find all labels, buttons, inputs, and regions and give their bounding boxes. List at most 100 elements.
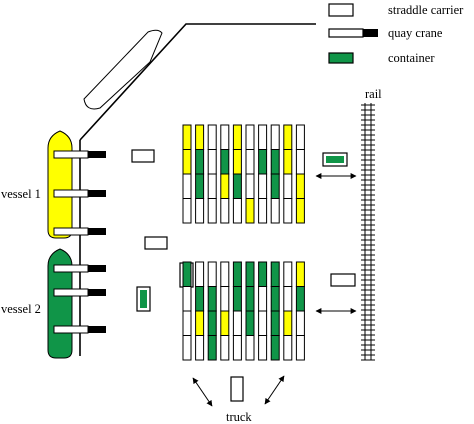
straddle-carrier bbox=[144, 236, 168, 250]
yard-slot-green bbox=[220, 149, 230, 175]
legend: straddle carrier quay crane container bbox=[328, 3, 464, 65]
quay-crane bbox=[53, 325, 106, 334]
yard-slot-empty bbox=[295, 335, 305, 361]
yard-slot-green bbox=[232, 173, 242, 199]
legend-container-icon bbox=[328, 52, 354, 64]
yard-slot-empty bbox=[220, 261, 230, 287]
yard-slot-green bbox=[182, 261, 192, 287]
yard-slot-green bbox=[270, 335, 280, 361]
quay-crane bbox=[53, 264, 106, 273]
yard-slot-empty bbox=[283, 261, 293, 287]
yard-slot-empty bbox=[220, 124, 230, 150]
yard-slot-green bbox=[258, 261, 268, 287]
yard-slot-yellow bbox=[295, 261, 305, 287]
legend-container-label: container bbox=[388, 51, 435, 65]
yard-slot-empty bbox=[220, 286, 230, 312]
yard-slot-empty bbox=[295, 310, 305, 336]
yard-slot-green bbox=[245, 261, 255, 287]
yard-slot-yellow bbox=[245, 198, 255, 224]
yard-slot-green bbox=[207, 335, 217, 361]
vessel-1-hull bbox=[47, 130, 73, 239]
vessel-2-label: vessel 2 bbox=[1, 302, 41, 316]
yard-slot-green bbox=[232, 286, 242, 312]
yard-slot-yellow bbox=[195, 124, 205, 150]
yard-slot-empty bbox=[270, 124, 280, 150]
yard-slot-empty bbox=[182, 173, 192, 199]
yard-slot-green bbox=[195, 286, 205, 312]
moored-ship bbox=[83, 29, 163, 110]
truck-arrow-right bbox=[264, 375, 285, 405]
yard-slot-empty bbox=[283, 173, 293, 199]
vessel-1-label: vessel 1 bbox=[1, 187, 41, 201]
truck-label: truck bbox=[226, 410, 252, 424]
yard-slot-green bbox=[270, 173, 280, 199]
yard-slot-green bbox=[245, 286, 255, 312]
yard-slot-empty bbox=[283, 198, 293, 224]
yard-slot-empty bbox=[283, 286, 293, 312]
quay-cranes bbox=[53, 150, 106, 334]
yard-slot-green bbox=[295, 286, 305, 312]
yard-slot-empty bbox=[232, 310, 242, 336]
yard-slot-empty bbox=[195, 335, 205, 361]
yard-slot-yellow bbox=[182, 124, 192, 150]
yard-slot-empty bbox=[245, 149, 255, 175]
yard-slot-yellow bbox=[220, 310, 230, 336]
yard-slot-empty bbox=[258, 335, 268, 361]
yard-slot-green bbox=[232, 261, 242, 287]
yard-block-1 bbox=[182, 124, 305, 224]
yard-slot-empty bbox=[258, 198, 268, 224]
truck-arrow-left bbox=[192, 377, 213, 407]
yard-slot-empty bbox=[258, 310, 268, 336]
yard-slot-empty bbox=[258, 124, 268, 150]
yard-slot-empty bbox=[295, 149, 305, 175]
quay-crane bbox=[53, 288, 106, 297]
straddle-carrier-loaded bbox=[322, 152, 348, 167]
yard-slot-yellow bbox=[220, 173, 230, 199]
yard-slot-empty bbox=[207, 149, 217, 175]
legend-quay-crane-label: quay crane bbox=[388, 26, 443, 40]
quay-crane bbox=[53, 189, 106, 198]
yard-slot-empty bbox=[182, 310, 192, 336]
yard-slot-green bbox=[207, 286, 217, 312]
straddle-carrier bbox=[131, 149, 155, 163]
yard-slot-empty bbox=[207, 173, 217, 199]
yard-slot-empty bbox=[232, 335, 242, 361]
yard-slot-yellow bbox=[232, 149, 242, 175]
yard-slot-empty bbox=[220, 335, 230, 361]
rail-track bbox=[361, 103, 375, 361]
yard-slot-green bbox=[270, 286, 280, 312]
yard-slot-empty bbox=[232, 198, 242, 224]
yard-slot-empty bbox=[182, 286, 192, 312]
yard-slot-yellow bbox=[195, 310, 205, 336]
legend-straddle-carrier-icon bbox=[328, 3, 354, 17]
yard-slot-empty bbox=[195, 261, 205, 287]
yard-slot-empty bbox=[207, 124, 217, 150]
yard-slot-empty bbox=[245, 335, 255, 361]
yard-slot-empty bbox=[258, 173, 268, 199]
yard-slot-yellow bbox=[283, 149, 293, 175]
straddle-carrier-truck bbox=[230, 376, 244, 402]
yard-slot-empty bbox=[207, 261, 217, 287]
yard-slot-yellow bbox=[283, 124, 293, 150]
yard-slot-empty bbox=[283, 335, 293, 361]
yard-slot-empty bbox=[195, 198, 205, 224]
yard-slot-green bbox=[195, 149, 205, 175]
yard-slot-empty bbox=[295, 124, 305, 150]
legend-quay-crane-icon bbox=[328, 28, 378, 38]
quay-crane bbox=[53, 150, 106, 159]
yard-slot-yellow bbox=[295, 173, 305, 199]
straddle-carrier-loaded bbox=[136, 286, 151, 312]
yard-slot-empty bbox=[182, 335, 192, 361]
yard-slot-yellow bbox=[283, 310, 293, 336]
yard-slot-green bbox=[270, 261, 280, 287]
yard-slot-empty bbox=[207, 198, 217, 224]
yard-slot-empty bbox=[245, 173, 255, 199]
yard-slot-empty bbox=[245, 124, 255, 150]
yard-slot-green bbox=[195, 173, 205, 199]
yard-slot-green bbox=[258, 149, 268, 175]
yard-slot-empty bbox=[220, 198, 230, 224]
yard-slot-yellow bbox=[295, 198, 305, 224]
rail-label: rail bbox=[365, 87, 382, 101]
